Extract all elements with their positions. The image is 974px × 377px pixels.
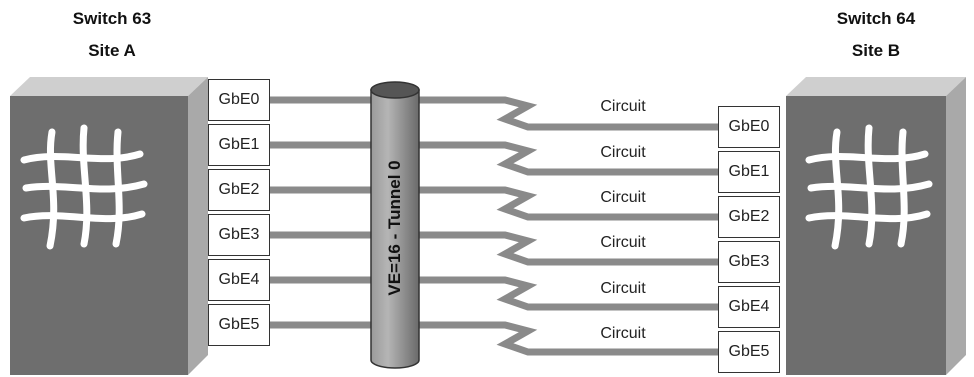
tunnel-tube [370, 81, 420, 369]
switch-63-label: Switch 63 [72, 9, 152, 28]
tunnel-label: VE=16 - Tunnel 0 [385, 160, 404, 296]
circuit-link [270, 96, 718, 131]
port-b-gbe3: GbE3 [718, 241, 780, 283]
port-a-gbe4: GbE4 [208, 259, 270, 301]
switch-64-label: Switch 64 [836, 9, 916, 28]
circuit-label: Circuit [600, 280, 646, 297]
fabric-switch-icon [20, 124, 148, 250]
circuit-label: Circuit [600, 234, 646, 251]
port-a-gbe2: GbE2 [208, 169, 270, 211]
circuit-label: Circuit [600, 144, 646, 161]
port-b-gbe5: GbE5 [718, 331, 780, 373]
port-b-gbe0: GbE0 [718, 106, 780, 148]
port-b-gbe4: GbE4 [718, 286, 780, 328]
port-a-gbe3: GbE3 [208, 214, 270, 256]
circuit-label: Circuit [600, 189, 646, 206]
site-b-label: Site B [851, 41, 901, 60]
circuit-link [270, 231, 718, 266]
port-b-gbe2: GbE2 [718, 196, 780, 238]
circuit-link [270, 321, 718, 356]
circuit-label: Circuit [600, 98, 646, 115]
switch-63-chassis [10, 77, 208, 375]
circuit-link [270, 276, 718, 311]
circuit-links [270, 96, 718, 356]
circuit-label: Circuit [600, 325, 646, 342]
switch-64-chassis [786, 77, 966, 375]
port-a-gbe5: GbE5 [208, 304, 270, 346]
circuit-link [270, 141, 718, 176]
port-a-gbe1: GbE1 [208, 124, 270, 166]
port-b-gbe1: GbE1 [718, 151, 780, 193]
port-a-gbe0: GbE0 [208, 79, 270, 121]
circuit-link [270, 186, 718, 221]
fabric-switch-icon [805, 124, 933, 250]
site-a-label: Site A [88, 41, 136, 60]
